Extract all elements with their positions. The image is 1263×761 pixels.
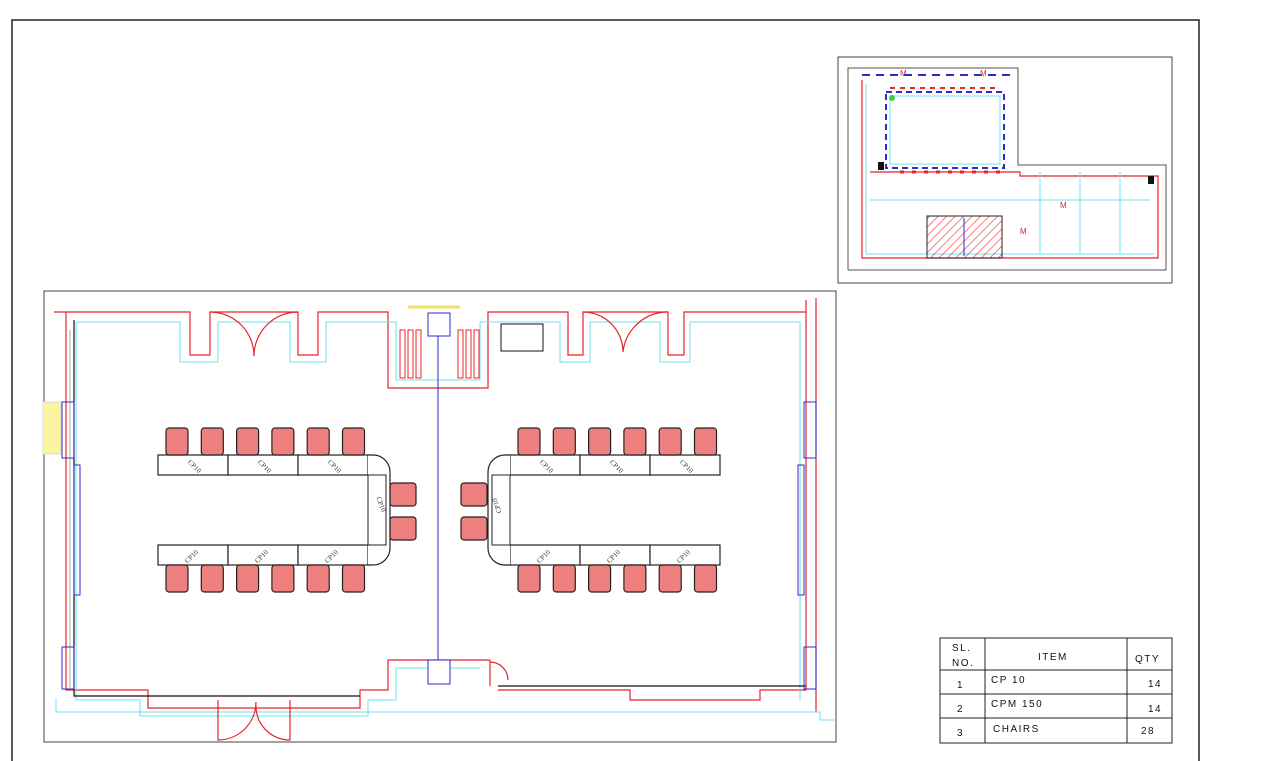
chair (165, 427, 189, 456)
table-cp10-end (367, 474, 387, 546)
svg-text:M: M (1020, 227, 1027, 236)
table-cp10 (649, 454, 721, 476)
chair (658, 564, 682, 593)
sheet-border (11, 19, 1200, 761)
chair (658, 427, 682, 456)
chair (517, 427, 541, 456)
svg-text:M: M (980, 69, 987, 78)
item-schedule-table: SL. NO. ITEM QTY 1 CP 10 14 2 CPM 150 14… (939, 637, 1173, 744)
chair (165, 564, 189, 593)
chair (236, 564, 260, 593)
chair (306, 427, 330, 456)
room-plan: CP10CP10CP10CP10CP10CP10CP10CP10CP10CP10… (42, 290, 837, 743)
row-1-qty: 14 (1148, 679, 1162, 690)
chair (389, 516, 417, 541)
header-item: ITEM (1038, 652, 1068, 663)
header-sl: SL. (952, 643, 972, 654)
chair (236, 427, 260, 456)
header-no: NO. (952, 658, 974, 669)
svg-text:M: M (1060, 201, 1067, 210)
chair (306, 564, 330, 593)
chair (341, 427, 366, 456)
chair (587, 564, 612, 593)
key-plan-marker: M (900, 69, 907, 78)
chair (200, 564, 224, 593)
row-3-sl: 3 (957, 728, 964, 739)
row-2-sl: 2 (957, 704, 964, 715)
header-qty: QTY (1135, 654, 1160, 665)
chair (460, 482, 488, 507)
chair (460, 516, 488, 541)
chair (271, 564, 295, 593)
chair (552, 427, 576, 456)
chair (341, 564, 366, 593)
chair (693, 427, 718, 456)
table-cp10 (649, 544, 721, 566)
table-cp10-end (491, 474, 511, 546)
column (427, 659, 451, 685)
chair (200, 427, 224, 456)
chair (587, 427, 612, 456)
row-1-item: CP 10 (991, 675, 1026, 686)
chair (552, 564, 576, 593)
chair (693, 564, 718, 593)
chair (623, 427, 647, 456)
chair (517, 564, 541, 593)
chair (389, 482, 417, 507)
row-2-qty: 14 (1148, 704, 1162, 715)
row-3-qty: 28 (1141, 726, 1155, 737)
chair (623, 564, 647, 593)
key-plan: M M M M (837, 56, 1173, 284)
row-1-sl: 1 (957, 680, 964, 691)
chair (271, 427, 295, 456)
row-3-item: CHAIRS (993, 724, 1040, 735)
row-2-item: CPM 150 (991, 699, 1043, 710)
column (427, 312, 451, 337)
